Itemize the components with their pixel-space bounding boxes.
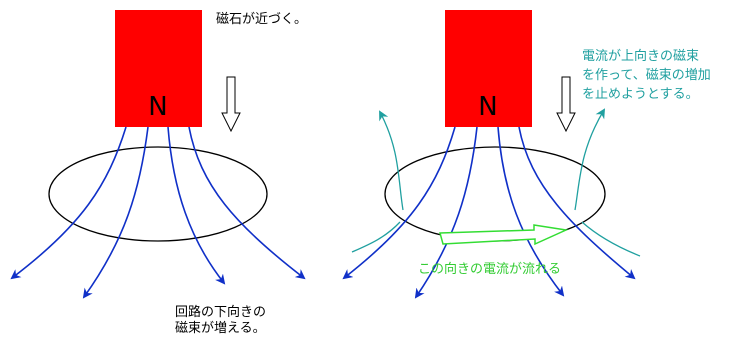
- right-field-line-1: [344, 127, 455, 278]
- left-flux-note-line2: 磁束が増える。: [175, 321, 266, 336]
- left-motion-arrow: [222, 77, 240, 131]
- left-panel: N 磁石が近づく。 回路の下向きの 磁束が増える。: [12, 10, 307, 336]
- right-induced-note-line2: を作って、磁束の増加: [582, 68, 711, 83]
- right-coil: [385, 147, 605, 241]
- left-field-line-1: [12, 127, 126, 278]
- left-flux-note-line1: 回路の下向きの: [175, 304, 266, 320]
- right-current-note: この向きの電流が流れる: [418, 261, 561, 277]
- left-pole-label: N: [148, 92, 167, 122]
- left-magnet-note: 磁石が近づく。: [216, 12, 307, 27]
- right-panel: N 電流が上向きの磁束 を作って、磁束の増加 を止めようとする。 この向きの電流…: [344, 10, 711, 297]
- left-field-lines: [12, 127, 304, 297]
- right-induced-note-line3: を止めようとする。: [582, 87, 699, 102]
- right-pole-label: N: [478, 92, 497, 122]
- induced-field-line-left-up: [380, 112, 403, 210]
- right-motion-arrow: [557, 77, 575, 131]
- induced-field-line-right-up: [575, 110, 604, 210]
- induced-field-line-left-low: [352, 222, 400, 252]
- left-field-line-2: [84, 127, 148, 297]
- left-coil: [49, 147, 267, 241]
- right-induced-note-line1: 電流が上向きの磁束: [582, 48, 699, 64]
- left-field-line-4: [189, 127, 304, 278]
- current-direction-arrow: [440, 225, 566, 244]
